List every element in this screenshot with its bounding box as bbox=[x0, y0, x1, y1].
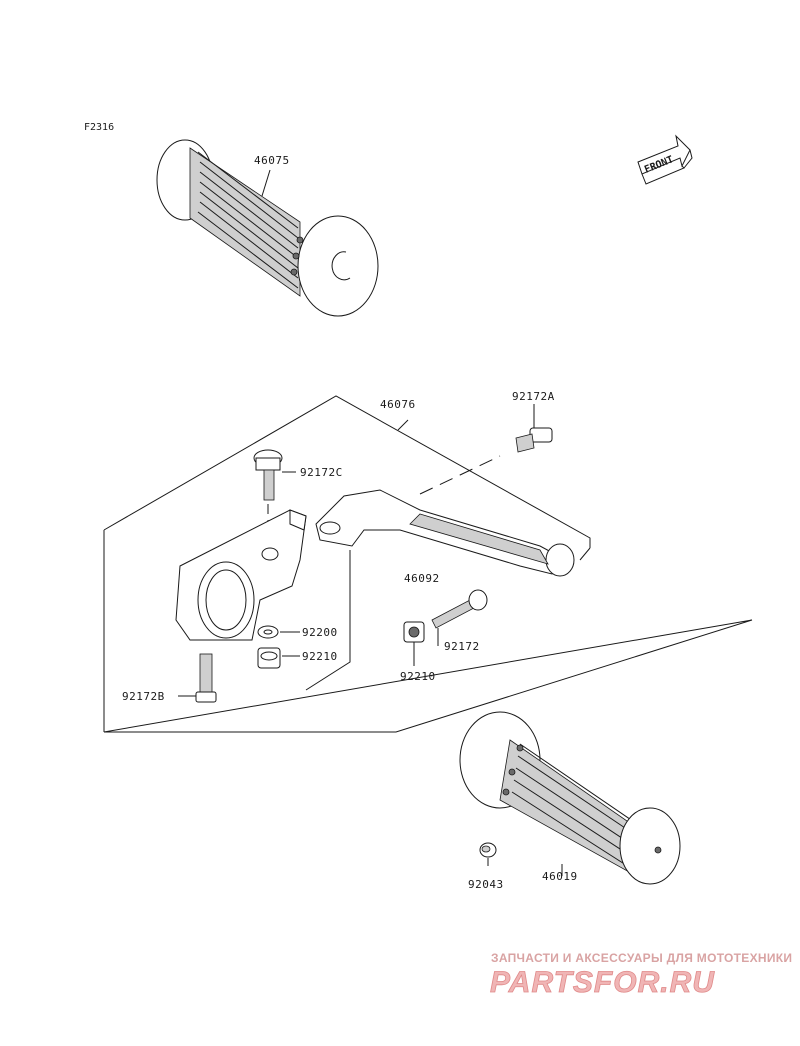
watermark-caption: ЗАПЧАСТИ И АКСЕССУАРЫ ДЛЯ МОТОТЕХНИКИ bbox=[491, 951, 792, 965]
bolt-92172c-part bbox=[253, 449, 283, 501]
nut-92210-right-part bbox=[403, 621, 425, 643]
part-label-92172: 92172 bbox=[444, 640, 480, 653]
grip-right-part bbox=[459, 711, 681, 885]
nut-92210-left-part bbox=[257, 647, 281, 669]
part-label-46076: 46076 bbox=[380, 398, 416, 411]
assembly-outline bbox=[103, 395, 753, 733]
bolt-92172a-part bbox=[515, 427, 553, 453]
bolt-92172b-part bbox=[195, 653, 217, 703]
part-label-92200: 92200 bbox=[302, 626, 338, 639]
lever-46092-part bbox=[315, 489, 575, 577]
grip-left-part bbox=[156, 139, 379, 317]
leader-46075 bbox=[261, 169, 271, 197]
part-label-46019: 46019 bbox=[542, 870, 578, 883]
figure-id: F2316 bbox=[84, 122, 114, 133]
leader-46076 bbox=[397, 419, 409, 431]
part-label-92210-right: 92210 bbox=[400, 670, 436, 683]
part-label-92172b: 92172B bbox=[122, 690, 165, 703]
part-label-92210-left: 92210 bbox=[302, 650, 338, 663]
part-label-92172a: 92172A bbox=[512, 390, 555, 403]
washer-92200-part bbox=[257, 625, 279, 639]
lever-holder-part bbox=[175, 509, 307, 641]
part-label-46075: 46075 bbox=[254, 154, 290, 167]
part-label-46092: 46092 bbox=[404, 572, 440, 585]
bolt-92172-part bbox=[431, 589, 488, 629]
plug-92043-part bbox=[479, 842, 497, 858]
part-label-92172c: 92172C bbox=[300, 466, 343, 479]
watermark-logo: ЗАПЧАСТИ И АКСЕССУАРЫ ДЛЯ МОТОТЕХНИКИ PA… bbox=[490, 951, 792, 999]
watermark-logo-text: PARTSFOR.RU bbox=[490, 966, 715, 999]
front-arrow-icon: FRONT bbox=[637, 134, 693, 185]
part-label-92043: 92043 bbox=[468, 878, 504, 891]
